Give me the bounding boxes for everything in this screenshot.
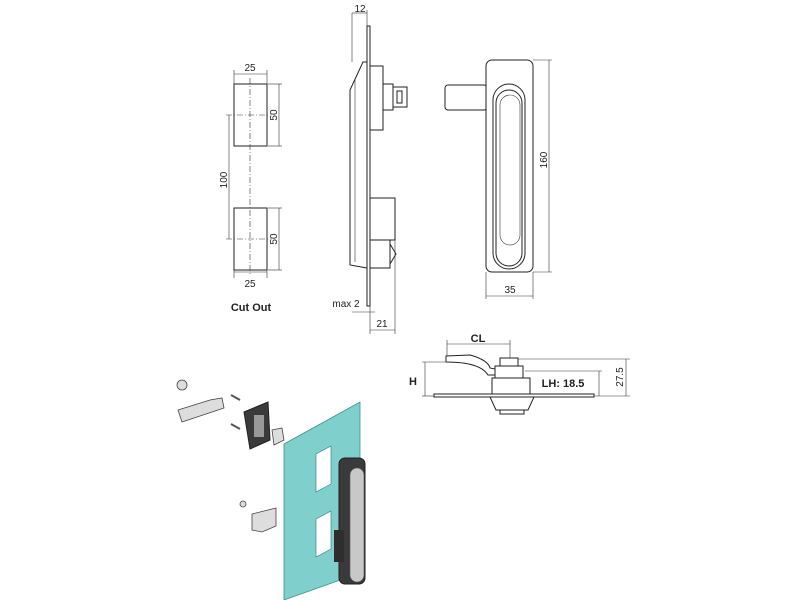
side-view: 12 max 2 21 [332, 4, 408, 334]
label-h: H [409, 376, 417, 388]
cutout-caption: Cut Out [231, 302, 272, 314]
panel-cutout-bottom [315, 510, 332, 558]
cutout-view: 25 50 100 50 25 Cut Out [219, 63, 282, 314]
dim-total-height: 27.5 [615, 367, 626, 387]
dim-depth-back: 21 [376, 319, 388, 330]
section-view: CL H LH: 18.5 27.5 [409, 333, 630, 415]
handle-lever [349, 467, 365, 583]
dim-handle-height: 160 [539, 151, 550, 168]
cam-bracket [177, 397, 225, 423]
panel-cutout-top [315, 445, 332, 493]
assembly-illustration [176, 379, 366, 600]
square-nut [271, 427, 285, 446]
washer-screw [239, 500, 247, 508]
dim-cutout-width-top: 25 [244, 63, 256, 74]
dim-cutout-spacing: 100 [219, 171, 230, 188]
label-cl: CL [471, 333, 486, 345]
screw-bottom [230, 423, 241, 430]
dim-cutout-height-top: 50 [269, 109, 280, 121]
dim-depth-front: 12 [354, 4, 366, 15]
dim-cutout-height-bottom: 50 [269, 233, 280, 245]
dim-cutout-width-bottom: 25 [244, 279, 256, 290]
label-lh: LH: 18.5 [542, 378, 585, 390]
front-view: 160 35 [444, 59, 552, 299]
dim-panel-thickness: max 2 [332, 299, 360, 310]
dim-handle-width: 35 [504, 285, 516, 296]
screw-top [230, 394, 241, 401]
nut [176, 379, 188, 391]
handle-lock-block [334, 530, 344, 562]
clip-bracket [251, 507, 277, 533]
